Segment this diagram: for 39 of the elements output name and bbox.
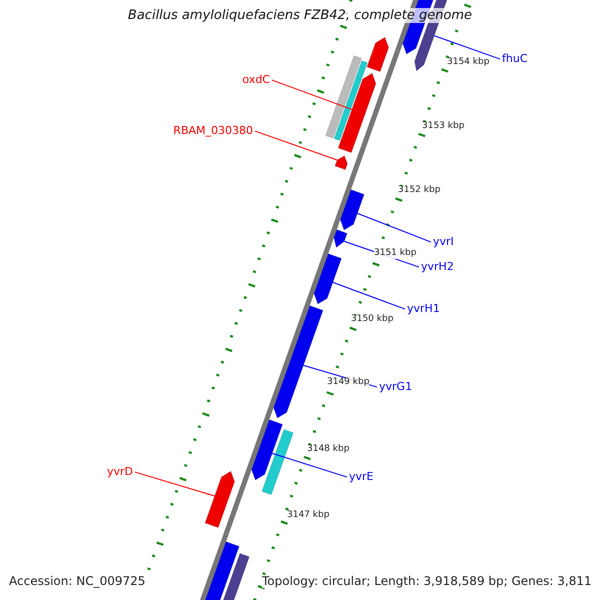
gene-label: yvrG1: [379, 381, 412, 394]
gene-label: yvrD: [106, 466, 133, 478]
tick-label: 3147 kbp: [287, 511, 330, 521]
gene-feature: [334, 229, 348, 248]
tick-label: 3152 kbp: [398, 186, 440, 196]
title: Bacillus amyloliquefaciens FZB42, complete genome: [126, 8, 474, 23]
tick-label: 3153 kbp: [422, 122, 464, 132]
gene-feature: [273, 305, 324, 418]
genome-summary-text: Topology: circular; Length: 3,918,589 bp; Genes: 3,811: [262, 575, 592, 588]
gene-label: oxdC: [242, 74, 270, 86]
gene-label: yvrE: [349, 471, 374, 484]
gene-label: yvrH1: [407, 303, 440, 316]
leader-line: [272, 452, 348, 478]
gene-feature: [366, 36, 389, 72]
leader-line: [254, 130, 338, 160]
tick-label: 3148 kbp: [307, 445, 350, 455]
tick-label: 3150 kbp: [351, 315, 394, 325]
gene-label: yvrI: [433, 236, 454, 248]
leader-line: [356, 212, 432, 243]
leader-line: [272, 80, 352, 110]
gene-feature: [314, 253, 342, 304]
gene-feature: [204, 470, 235, 528]
gene-feature: [340, 189, 365, 230]
tick-label: 3154 kbp: [447, 58, 490, 68]
tick-label: 3151 kbp: [374, 249, 416, 259]
gene-feature: [334, 60, 368, 142]
leader-line: [332, 282, 406, 310]
leader-line: [434, 35, 500, 60]
gene-feature: [334, 155, 348, 170]
gene-label: fhuC: [502, 53, 528, 66]
gene-label: yvrH2: [421, 261, 454, 274]
gene-feature: [338, 72, 376, 154]
leader-line: [134, 472, 216, 496]
gene-label: RBAM_030380: [173, 125, 253, 138]
accession-text: Accession: NC_009725: [9, 575, 146, 588]
gene-feature: [325, 55, 362, 139]
gene-feature: [262, 428, 294, 496]
gene-feature: [251, 419, 283, 480]
tick-label: 3149 kbp: [327, 378, 370, 388]
